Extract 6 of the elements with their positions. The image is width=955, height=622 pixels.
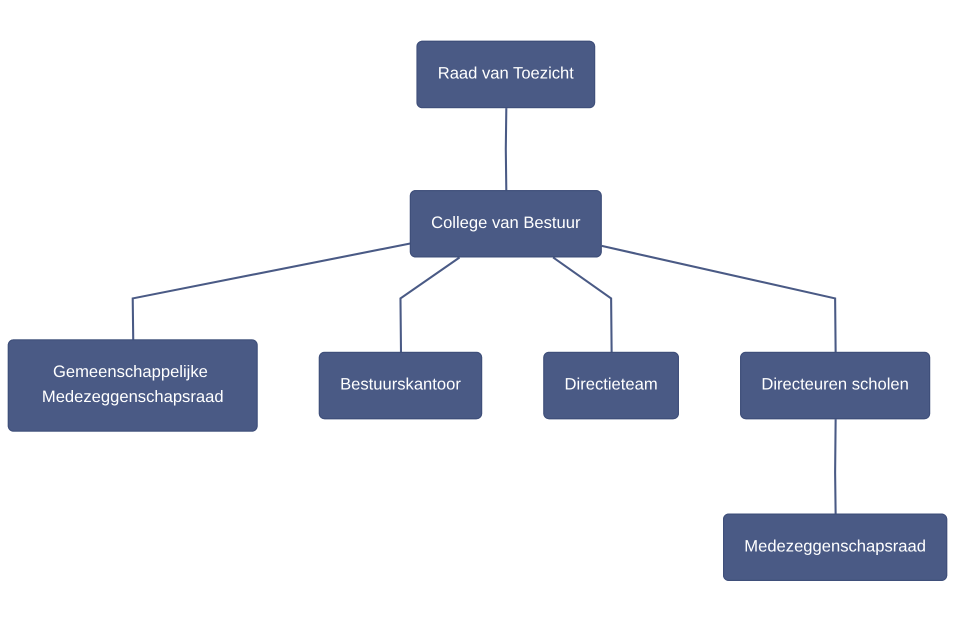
connector bbox=[834, 419, 837, 515]
connector bbox=[399, 256, 460, 353]
connector bbox=[552, 256, 613, 353]
connector bbox=[132, 242, 412, 341]
connector bbox=[602, 245, 837, 353]
connector bbox=[504, 108, 508, 192]
